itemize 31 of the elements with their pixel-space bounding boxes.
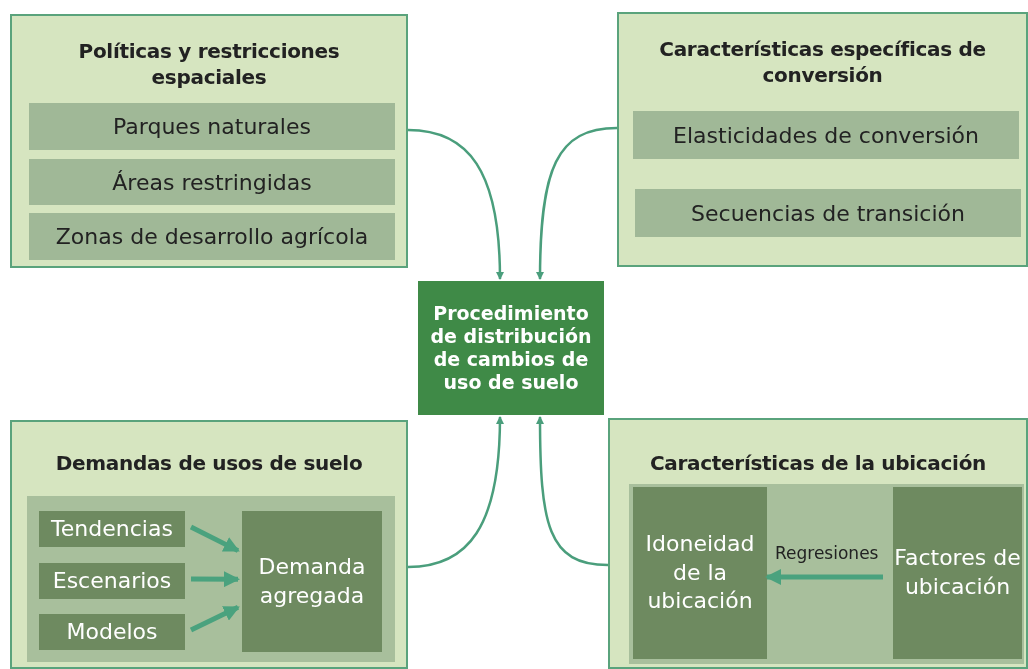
group-heading: Características de la ubicación: [648, 450, 988, 476]
group-heading: Características específicas de conversión: [658, 36, 987, 88]
group-panel: [608, 418, 1028, 669]
input-box: Modelos: [39, 614, 185, 650]
inner-panel: [629, 484, 1024, 664]
group-panel: [10, 14, 408, 268]
arrow: [189, 524, 240, 553]
process-box: Demanda agregada: [242, 511, 382, 652]
input-box: Tendencias: [39, 511, 185, 547]
arrow: [765, 569, 883, 585]
process-box: Idoneidad de la ubicación: [633, 487, 767, 659]
arrow: [536, 416, 609, 567]
list-item: Secuencias de transición: [635, 189, 1021, 237]
process-box: Factores de ubicación: [893, 487, 1022, 659]
list-item: Áreas restringidas: [29, 159, 395, 205]
group-panel: [617, 12, 1028, 267]
group-heading: Demandas de usos de suelo: [54, 450, 364, 476]
arrow: [189, 605, 240, 633]
list-item: Elasticidades de conversión: [633, 111, 1019, 159]
group-panel: [10, 420, 408, 669]
arrow: [536, 126, 618, 280]
inner-panel: [27, 496, 395, 662]
input-box: Escenarios: [39, 563, 185, 599]
group-heading: Políticas y restricciones espaciales: [77, 38, 341, 90]
arrow: [191, 571, 240, 588]
list-item: Zonas de desarrollo agrícola: [29, 213, 395, 260]
edge-label: Regresiones: [773, 543, 881, 563]
arrow: [407, 128, 504, 280]
arrow: [407, 416, 504, 569]
process-box: Procedimiento de distribución de cambios de uso de suelo: [418, 281, 604, 415]
list-item: Parques naturales: [29, 103, 395, 150]
